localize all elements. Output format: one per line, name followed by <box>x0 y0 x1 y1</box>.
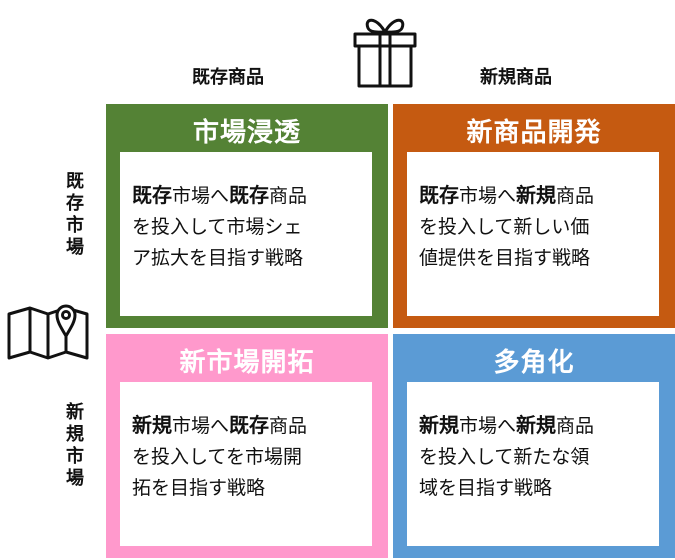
quadrant-product-development: 新商品開発 既存市場へ新規商品 を投入して新しい価 値提供を目指す戦略 <box>393 104 675 328</box>
quadrant-title: 多角化 <box>493 348 575 378</box>
quadrant-description: 既存市場へ既存商品 を投入して市場シェ ア拡大を目指す戦略 <box>120 152 372 316</box>
quadrant-market-penetration: 市場浸透 既存市場へ既存商品 を投入して市場シェ ア拡大を目指す戦略 <box>106 104 388 328</box>
quadrant-title: 新市場開拓 <box>179 348 315 378</box>
gift-box-icon <box>353 18 417 88</box>
column-label-existing-products: 既存商品 <box>192 67 264 88</box>
row-label-new-market: 新規市場 <box>66 402 84 489</box>
map-pin-icon <box>7 304 89 360</box>
row-label-existing-market: 既存市場 <box>66 171 84 258</box>
quadrant-description: 新規市場へ既存商品 を投入してを市場開 拓を目指す戦略 <box>120 382 372 546</box>
quadrant-description: 新規市場へ新規商品 を投入して新たな領 域を目指す戦略 <box>407 382 659 546</box>
quadrant-title: 市場浸透 <box>192 118 301 148</box>
quadrant-market-development: 新市場開拓 新規市場へ既存商品 を投入してを市場開 拓を目指す戦略 <box>106 334 388 558</box>
column-label-new-products: 新規商品 <box>480 67 552 88</box>
quadrant-title: 新商品開発 <box>466 118 602 148</box>
quadrant-description: 既存市場へ新規商品 を投入して新しい価 値提供を目指す戦略 <box>407 152 659 316</box>
quadrant-diversification: 多角化 新規市場へ新規商品 を投入して新たな領 域を目指す戦略 <box>393 334 675 558</box>
